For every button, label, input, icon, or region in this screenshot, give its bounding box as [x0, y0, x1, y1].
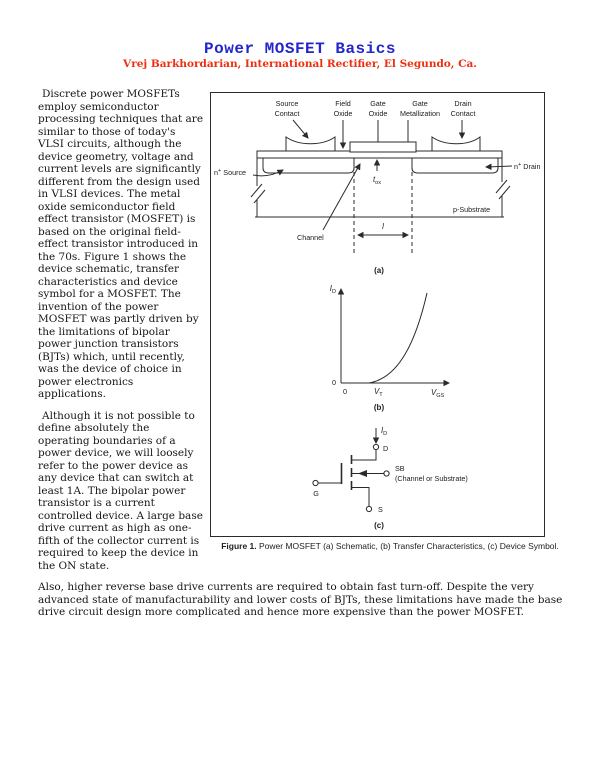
threshold-label: VT [374, 387, 383, 398]
y-axis-label: ID [330, 284, 336, 295]
bulk-arrowhead [358, 470, 367, 477]
drain-terminal-label: D [383, 444, 388, 453]
source-contact-metal [285, 136, 336, 152]
bulk-terminal-label: SB [395, 464, 405, 473]
n-source-label: n+ Source [214, 168, 246, 177]
figure-caption: Figure 1. Power MOSFET (a) Schematic, (b… [210, 541, 570, 552]
gate-terminal-label: G [313, 489, 319, 498]
label-field-oxide: Field [335, 99, 351, 108]
label-gate-metallization: Gate [412, 99, 428, 108]
drain-terminal [372, 443, 380, 451]
svg-text:Oxide: Oxide [334, 109, 353, 118]
body-paragraph-2: Although it is not possible to define ab… [38, 409, 203, 572]
panel-b-transfer-curve: ID 0 0 VT VGS (b) [330, 284, 450, 412]
panel-c-device-symbol: ID D G [312, 426, 468, 530]
svg-text:Metallization: Metallization [400, 109, 440, 118]
n-plus-source-region [262, 158, 355, 174]
n-drain-label: n+ Drain [514, 162, 540, 171]
source-lead [352, 487, 370, 506]
panel-c-tag: (c) [374, 521, 384, 530]
channel-length-label: l [382, 222, 384, 231]
bulk-note: (Channel or Substrate) [395, 474, 468, 483]
break-mark-right [495, 179, 508, 194]
figure-caption-text: Power MOSFET (a) Schematic, (b) Transfer… [256, 541, 559, 551]
n-plus-drain-region [411, 158, 499, 174]
bulk-terminal [383, 470, 390, 477]
transfer-curve [368, 292, 428, 384]
channel-label: Channel [297, 233, 324, 242]
x-origin-label: 0 [343, 387, 347, 396]
figure-1-drawing: Source Contact Field Oxide Gate Oxide Ga… [214, 99, 540, 530]
label-gate-oxide: Gate [370, 99, 386, 108]
body-paragraph-1: Discrete power MOSFETs employ semiconduc… [38, 88, 204, 400]
figure-1: Source Contact Field Oxide Gate Oxide Ga… [210, 88, 578, 552]
drain-current-label: ID [381, 426, 387, 437]
body-paragraph-3: Also, higher reverse base drive currents… [38, 581, 563, 618]
figure-1-frame: Source Contact Field Oxide Gate Oxide Ga… [210, 92, 545, 537]
label-source-contact: Source [276, 99, 299, 108]
figure-caption-label: Figure 1. [221, 541, 257, 551]
gate-terminal [312, 479, 319, 487]
p-substrate-label: p-Substrate [453, 205, 490, 214]
source-terminal [365, 505, 373, 513]
n-drain-pointer [485, 163, 513, 171]
gate-stack [349, 141, 417, 153]
break-mark-left [250, 183, 263, 198]
x-axis-label: VGS [431, 388, 445, 399]
panel-a-schematic: Source Contact Field Oxide Gate Oxide Ga… [214, 99, 540, 275]
arrow-source-contact [292, 119, 309, 139]
n-source-pointer [252, 169, 284, 177]
svg-text:Contact: Contact [275, 109, 300, 118]
label-drain-contact: Drain [454, 99, 471, 108]
t-ox-label: tox [373, 175, 381, 186]
page-title: Power MOSFET Basics [204, 40, 396, 58]
svg-text:Oxide: Oxide [369, 109, 388, 118]
drain-lead [352, 450, 377, 461]
authors-line: Vrej Barkhordarian, International Rectif… [123, 58, 477, 70]
article-body: Source Contact Field Oxide Gate Oxide Ga… [38, 88, 578, 628]
panel-b-tag: (b) [374, 403, 385, 412]
drain-contact-metal [431, 136, 481, 152]
panel-a-tag: (a) [374, 266, 384, 275]
source-terminal-label: S [378, 505, 383, 514]
svg-text:Contact: Contact [451, 109, 476, 118]
y-origin-label: 0 [332, 378, 336, 387]
channel-pointer [322, 163, 361, 231]
